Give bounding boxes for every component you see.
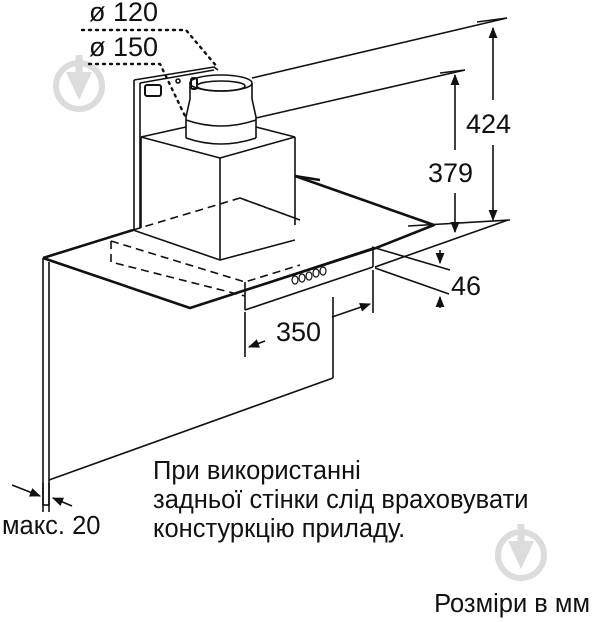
note-line: констуркцію приладу. — [153, 515, 406, 543]
label-diameter-120: ø 120 — [89, 0, 158, 27]
label-diameter-150: ø 150 — [89, 32, 158, 62]
glass-canopy — [42, 174, 436, 506]
dimension-max-20 — [11, 483, 73, 512]
label-depth-46: 46 — [451, 271, 481, 301]
label-height-379: 379 — [428, 158, 473, 188]
hidden-edges — [110, 197, 301, 297]
dimension-424 — [476, 17, 508, 222]
dimension-350 — [244, 270, 374, 357]
back-plate — [133, 66, 219, 230]
watermark-icon — [495, 524, 547, 581]
watermark-icon — [53, 55, 105, 112]
rear-panel — [48, 297, 334, 481]
control-strip — [244, 247, 374, 311]
label-height-424: 424 — [466, 109, 511, 139]
dimension-46 — [371, 246, 451, 308]
chimney-box — [140, 126, 321, 260]
installation-note: При використанні задньої стінки слід вра… — [153, 457, 529, 544]
diameter-leaders — [80, 28, 220, 118]
label-depth-350: 350 — [276, 317, 321, 347]
dimension-379 — [439, 69, 466, 234]
label-max-20: макс. 20 — [2, 512, 101, 540]
note-line: При використанні — [153, 457, 361, 485]
units-label: Розміри в мм — [434, 590, 590, 618]
duct-connector — [185, 74, 257, 145]
note-line: задньої стінки слід враховувати — [153, 486, 529, 514]
